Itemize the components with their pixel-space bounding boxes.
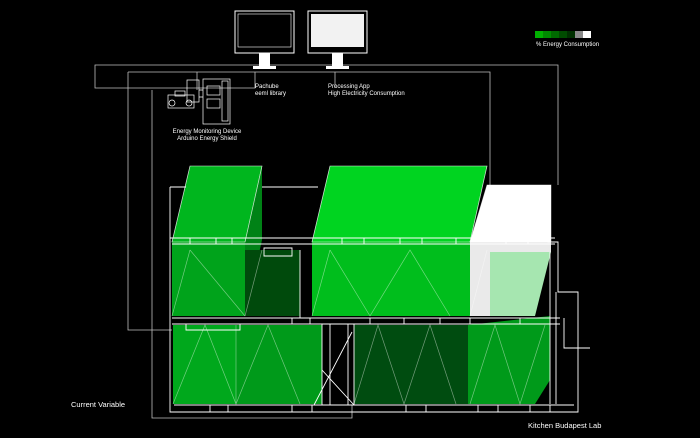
- room-right-top-block: [470, 185, 551, 242]
- current-variable-label: Current Variable: [71, 400, 126, 409]
- legend-swatch-3: [559, 31, 567, 38]
- pachube-label: Pachube eeml library: [255, 84, 286, 98]
- processing-label: Processing App High Electricity Consumpt…: [328, 84, 405, 98]
- block-outlines: [171, 165, 552, 243]
- processing-subtitle: High Electricity Consumption: [328, 91, 405, 97]
- energy-blocks-top: [172, 166, 551, 316]
- processing-monitor: [307, 10, 368, 69]
- pachube-subtitle: eeml library: [255, 91, 287, 97]
- legend-swatch-0: [535, 31, 543, 38]
- device-label: Energy Monitoring Device Arduino Energy …: [170, 129, 244, 143]
- floor-plan: [169, 186, 590, 413]
- room-left-top-block: [172, 166, 262, 242]
- room-middle-top-block: [312, 166, 487, 242]
- processing-title: Processing App: [328, 84, 370, 90]
- legend-swatch-6: [583, 31, 591, 38]
- energy-legend: [535, 31, 591, 38]
- pachube-title: Pachube: [255, 84, 279, 90]
- legend-label: % Energy Consumption: [536, 42, 600, 48]
- pachube-monitor: [234, 10, 295, 69]
- room-middle-bottom-block: [354, 325, 468, 404]
- legend-swatch-1: [543, 31, 551, 38]
- room-right-bottom-block: [468, 316, 550, 404]
- connection-wires: [94, 64, 559, 419]
- legend-swatch-2: [551, 31, 559, 38]
- device-title: Energy Monitoring Device: [172, 129, 242, 135]
- location-label: Kitchen Budapest Lab: [528, 421, 602, 430]
- device-subtitle: Arduino Energy Shield: [177, 136, 237, 142]
- energy-blocks-bottom: [173, 316, 550, 404]
- energy-monitoring-device: [167, 78, 231, 125]
- legend-swatch-4: [567, 31, 575, 38]
- legend-swatch-5: [575, 31, 583, 38]
